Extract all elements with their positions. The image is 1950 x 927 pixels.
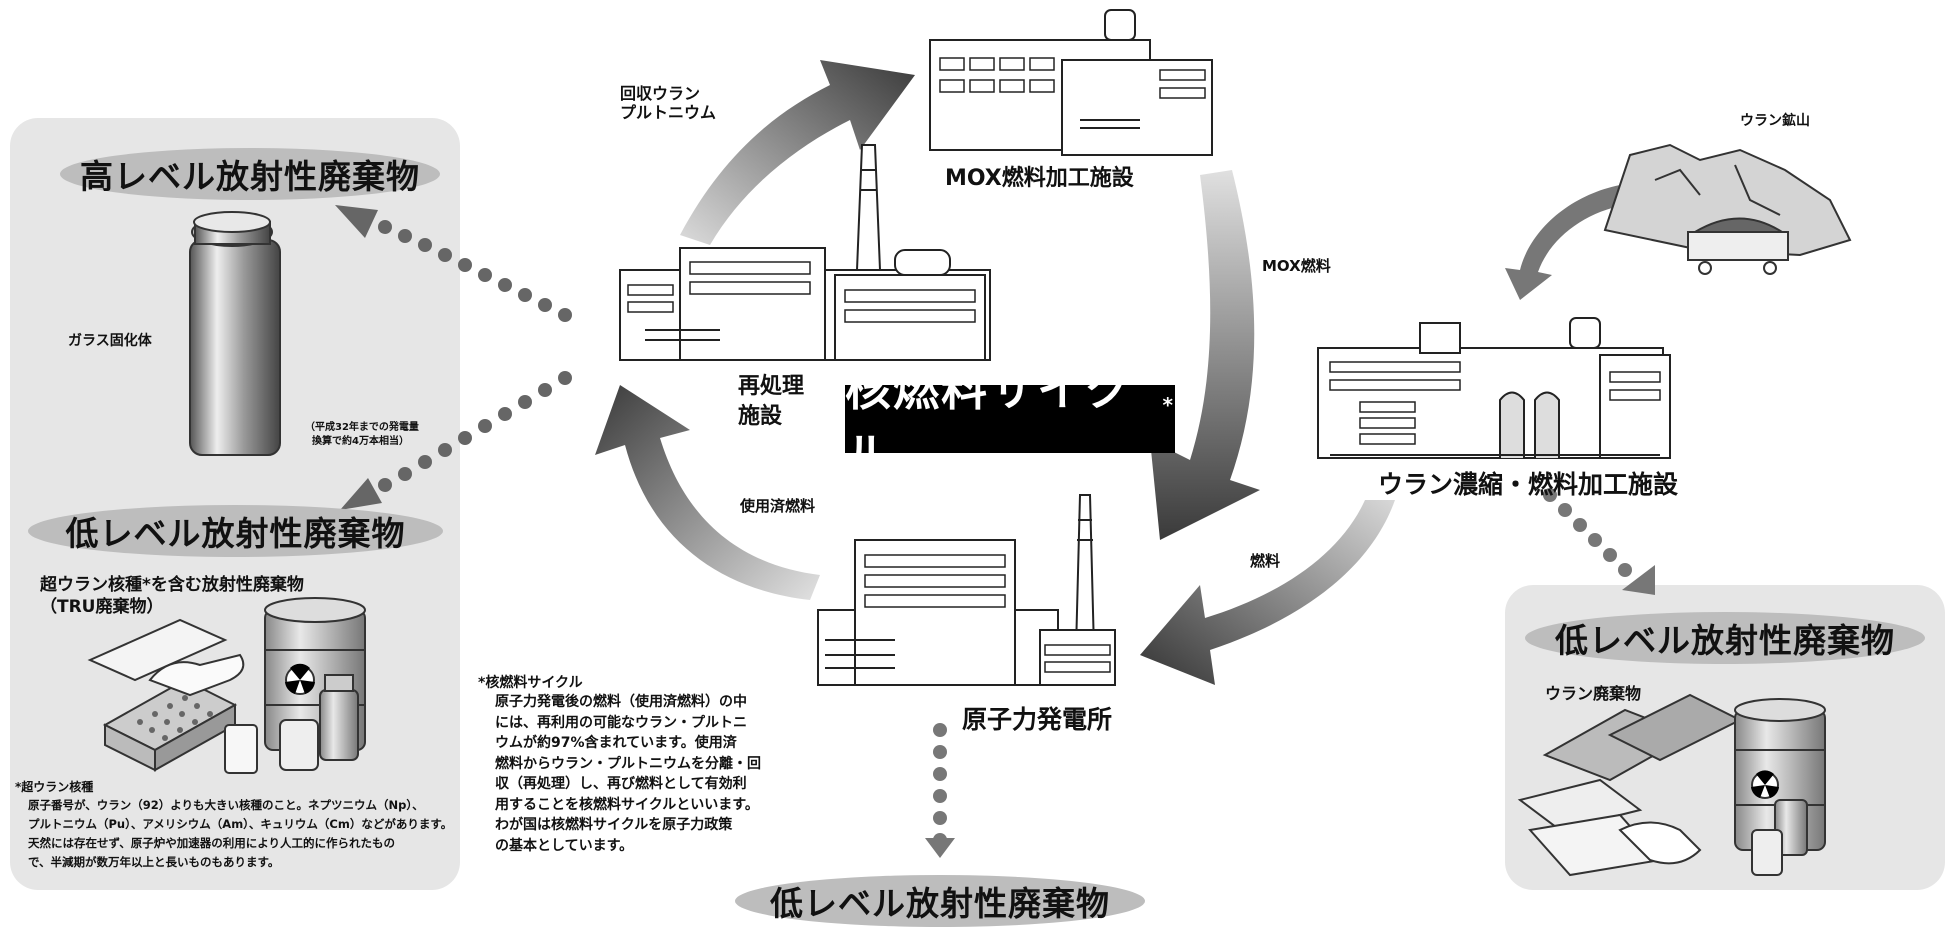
dotted-arrow-low-level-right — [1543, 488, 1655, 595]
power-plant-building — [817, 494, 1116, 686]
dotted-arrow-low-level-bottom — [925, 723, 955, 858]
label-reprocessing-1: 再処理 — [738, 374, 805, 399]
uranium-waste-illustration — [1517, 693, 1826, 877]
enrichment-building — [1317, 317, 1671, 459]
arrow-spent-fuel — [595, 385, 820, 600]
tru-waste-illustration — [87, 597, 366, 774]
arrow-mox-fuel — [1150, 170, 1260, 540]
note-canister-count-2: 換算で約4万本相当） — [312, 436, 409, 447]
reprocessing-building — [619, 144, 991, 361]
center-note-line: 収（再処理）し、再び燃料として有効利 — [495, 776, 747, 792]
footnote-line: 天然には存在せず、原子炉や加速器の利用により人工的に作られたもの — [28, 836, 395, 850]
center-note-line: の基本としています。 — [495, 837, 634, 854]
arrow-fuel — [1140, 500, 1395, 685]
dotted-arrow-low-level-left — [340, 371, 572, 510]
pill-low-level-waste-right: 低レベル放射性廃棄物 — [1525, 612, 1925, 664]
label-enrichment-facility: ウラン濃縮・燃料加工施設 — [1378, 470, 1679, 499]
label-mox-fuel: MOX燃料 — [1262, 257, 1331, 275]
glass-canister — [189, 211, 281, 456]
diagram-title-text: 核燃料サイクル — [845, 362, 1133, 482]
footnote-line: で、半減期が数万年以上と長いものもあります。 — [28, 855, 280, 869]
center-note-title: *核燃料サイクル — [478, 675, 583, 691]
center-note-line: 用することを核燃料サイクルといいます。 — [495, 796, 759, 813]
pill-low-level-waste-bottom: 低レベル放射性廃棄物 — [735, 875, 1145, 927]
arrow-from-mine — [1505, 185, 1625, 300]
dotted-arrow-high-level — [335, 205, 572, 322]
label-mox-facility: MOX燃料加工施設 — [945, 166, 1134, 191]
label-uranium-waste: ウラン廃棄物 — [1545, 684, 1642, 703]
pill-high-level-waste: 高レベル放射性廃棄物 — [60, 148, 440, 200]
note-canister-count-1: （平成32年までの発電量 — [305, 422, 419, 433]
label-reprocessing-2: 施設 — [738, 404, 783, 429]
label-glass-canister: ガラス固化体 — [68, 333, 152, 349]
label-uranium-mine: ウラン鉱山 — [1740, 113, 1810, 129]
center-note-text: 原子力発電後の燃料（使用済燃料）の中 には、再利用の可能なウラン・プルトニ ウム… — [495, 692, 761, 856]
footnote-transuranic-title: *超ウラン核種 — [15, 780, 94, 794]
center-note-line: 燃料からウラン・プルトニウムを分離・回 — [495, 755, 761, 772]
mox-facility-building — [929, 9, 1213, 156]
label-tru-waste-2: （TRU廃棄物） — [40, 597, 164, 617]
pill-low-level-waste-left: 低レベル放射性廃棄物 — [28, 505, 443, 557]
center-note-line: わが国は核燃料サイクルを原子力政策 — [495, 817, 733, 833]
footnote-line: 原子番号が、ウラン（92）よりも大きい核種のこと。ネプツニウム（Np）、 — [28, 798, 424, 812]
label-recovered-uranium-2: プルトニウム — [620, 103, 717, 122]
footnote-transuranic-text: 原子番号が、ウラン（92）よりも大きい核種のこと。ネプツニウム（Np）、 プルト… — [28, 796, 452, 872]
arrow-recovered-uranium — [680, 60, 915, 245]
diagram-title-mark: * — [1162, 393, 1175, 417]
center-note-line: には、再利用の可能なウラン・プルトニ — [495, 714, 747, 731]
label-tru-waste-1: 超ウラン核種*を含む放射性廃棄物 — [40, 575, 304, 595]
diagram-title: 核燃料サイクル * — [845, 362, 1175, 482]
label-power-plant: 原子力発電所 — [962, 705, 1113, 734]
center-note-line: 原子力発電後の燃料（使用済燃料）の中 — [495, 694, 747, 710]
label-spent-fuel: 使用済燃料 — [740, 497, 816, 515]
uranium-mine-illustration — [1603, 143, 1852, 275]
center-note-line: ウムが約97%含まれています。使用済 — [495, 735, 737, 751]
label-fuel: 燃料 — [1250, 552, 1281, 570]
footnote-line: プルトニウム（Pu）、アメリシウム（Am）、キュリウム（Cm）などがあります。 — [28, 817, 453, 831]
label-recovered-uranium-1: 回収ウラン — [620, 84, 701, 103]
